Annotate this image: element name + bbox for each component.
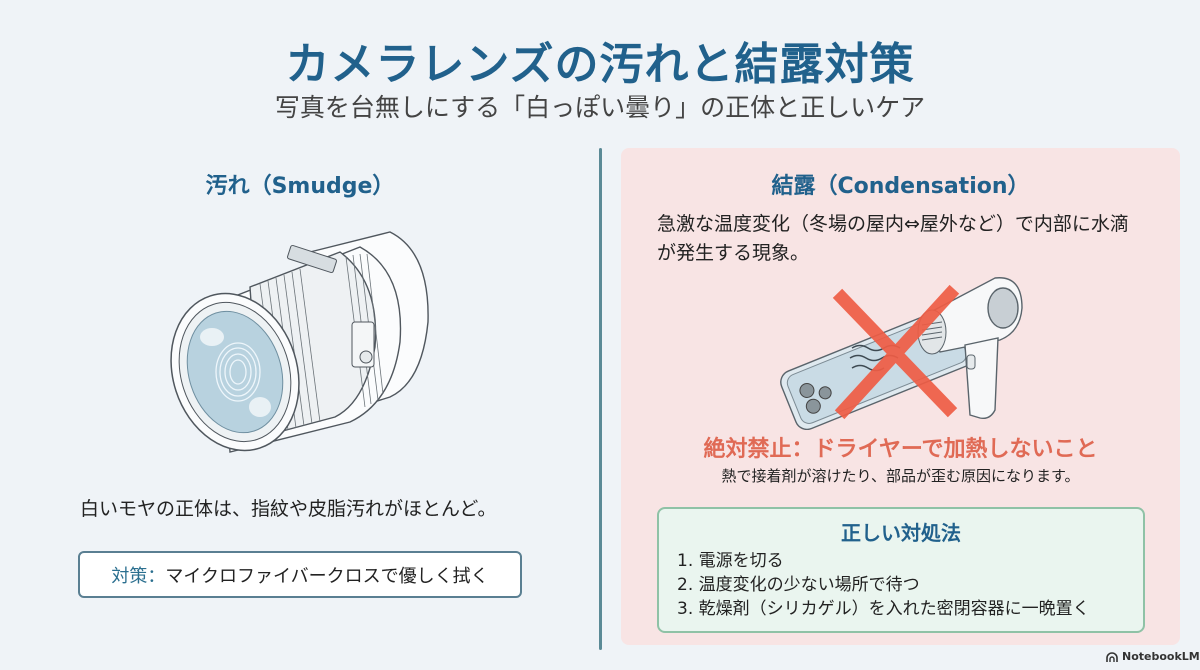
tip-label: 対策： — [111, 565, 166, 587]
proper-method-list: 1. 電源を切る 2. 温度変化の少ない場所で待つ 3. 乾燥剤（シリカゲル）を… — [677, 549, 1090, 621]
condensation-description: 急激な温度変化（冬場の屋内⇔屋外など）で内部に水滴が発生する現象。 — [657, 213, 1129, 264]
page-subtitle: 写真を台無しにする「白っぽい曇り」の正体と正しいケア — [274, 93, 926, 122]
notebooklm-logo-icon — [1106, 651, 1118, 662]
camera-lens-illustration — [170, 231, 429, 453]
notebooklm-brand: NotebookLM — [1106, 650, 1200, 663]
proper-method-box: 正しい対処法 1. 電源を切る 2. 温度変化の少ない場所で待つ 3. 乾燥剤（… — [657, 507, 1145, 633]
smudge-description: 白いモヤの正体は、指紋や皮脂汚れがほとんど。 — [80, 498, 497, 520]
condensation-panel: 結露（Condensation） 急激な温度変化（冬場の屋内⇔屋外など）で内部に… — [621, 148, 1180, 645]
smudge-heading: 汚れ（Smudge） — [205, 174, 395, 199]
condensation-heading: 結露（Condensation） — [771, 174, 1030, 199]
tip-text: マイクロファイバークロスで優しく拭く — [165, 565, 489, 587]
warning-heading: 絶対禁止：ドライヤーで加熱しないこと — [703, 437, 1098, 462]
dryer-prohibited-illustration — [780, 277, 1023, 430]
smudge-tip-box: 対策： マイクロファイバークロスで優しく拭く — [78, 551, 522, 598]
proper-method-title: 正しい対処法 — [841, 521, 961, 545]
page-title: カメラレンズの汚れと結露対策 — [285, 39, 915, 90]
proper-step: 2. 温度変化の少ない場所で待つ — [677, 575, 920, 595]
column-divider — [599, 148, 602, 650]
warning-detail: 熱で接着剤が溶けたり、部品が歪む原因になります。 — [721, 467, 1080, 485]
proper-step: 3. 乾燥剤（シリカゲル）を入れた密閉容器に一晩置く — [677, 599, 1090, 619]
brand-name: NotebookLM — [1122, 650, 1200, 663]
proper-step: 1. 電源を切る — [677, 551, 784, 571]
